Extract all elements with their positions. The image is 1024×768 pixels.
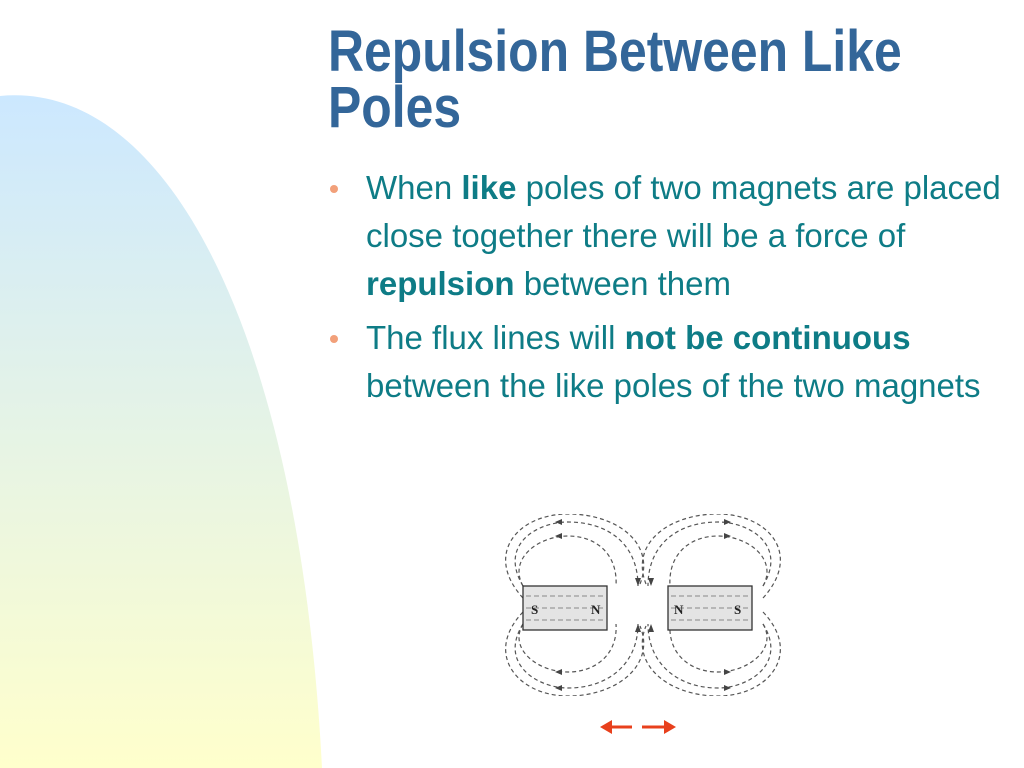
bullet-list: When like poles of two magnets are place…: [330, 164, 1010, 416]
left-magnet: S N: [522, 585, 608, 631]
bullet-2-bold-not-continuous: not be continuous: [624, 319, 911, 356]
bullet-1-part-3: poles of two magnets are placed close to…: [366, 169, 1001, 254]
bullet-dot-icon: [330, 185, 338, 193]
left-flux-lines: [505, 514, 645, 696]
flux-lines-diagram: S N N S: [478, 514, 808, 696]
left-magnet-pole-s: S: [531, 602, 538, 617]
bullet-item-2: The flux lines will not be continuous be…: [330, 314, 1010, 410]
bullet-1-bold-like: like: [461, 169, 517, 206]
right-magnet-pole-n: N: [674, 602, 684, 617]
bullet-item-1: When like poles of two magnets are place…: [330, 164, 1010, 308]
bullet-2-part-1: The flux lines will: [366, 319, 625, 356]
flux-arrow-heads: [555, 519, 731, 691]
right-flux-lines: [641, 514, 781, 696]
left-right-repel-arrows-icon: [600, 720, 676, 734]
bullet-1-bold-repulsion: repulsion: [366, 265, 515, 302]
bullet-1-part-5: between them: [514, 265, 731, 302]
bullet-text-2: The flux lines will not be continuous be…: [366, 319, 981, 404]
right-magnet-pole-s: S: [734, 602, 741, 617]
bullet-dot-icon: [330, 335, 338, 343]
bullet-2-part-3: between the like poles of the two magnet…: [366, 367, 981, 404]
right-magnet: N S: [667, 585, 753, 631]
slide-title: Repulsion Between Like Poles: [328, 19, 902, 140]
bullet-text-1: When like poles of two magnets are place…: [366, 169, 1001, 302]
left-magnet-pole-n: N: [591, 602, 601, 617]
bullet-1-part-1: When: [366, 169, 462, 206]
